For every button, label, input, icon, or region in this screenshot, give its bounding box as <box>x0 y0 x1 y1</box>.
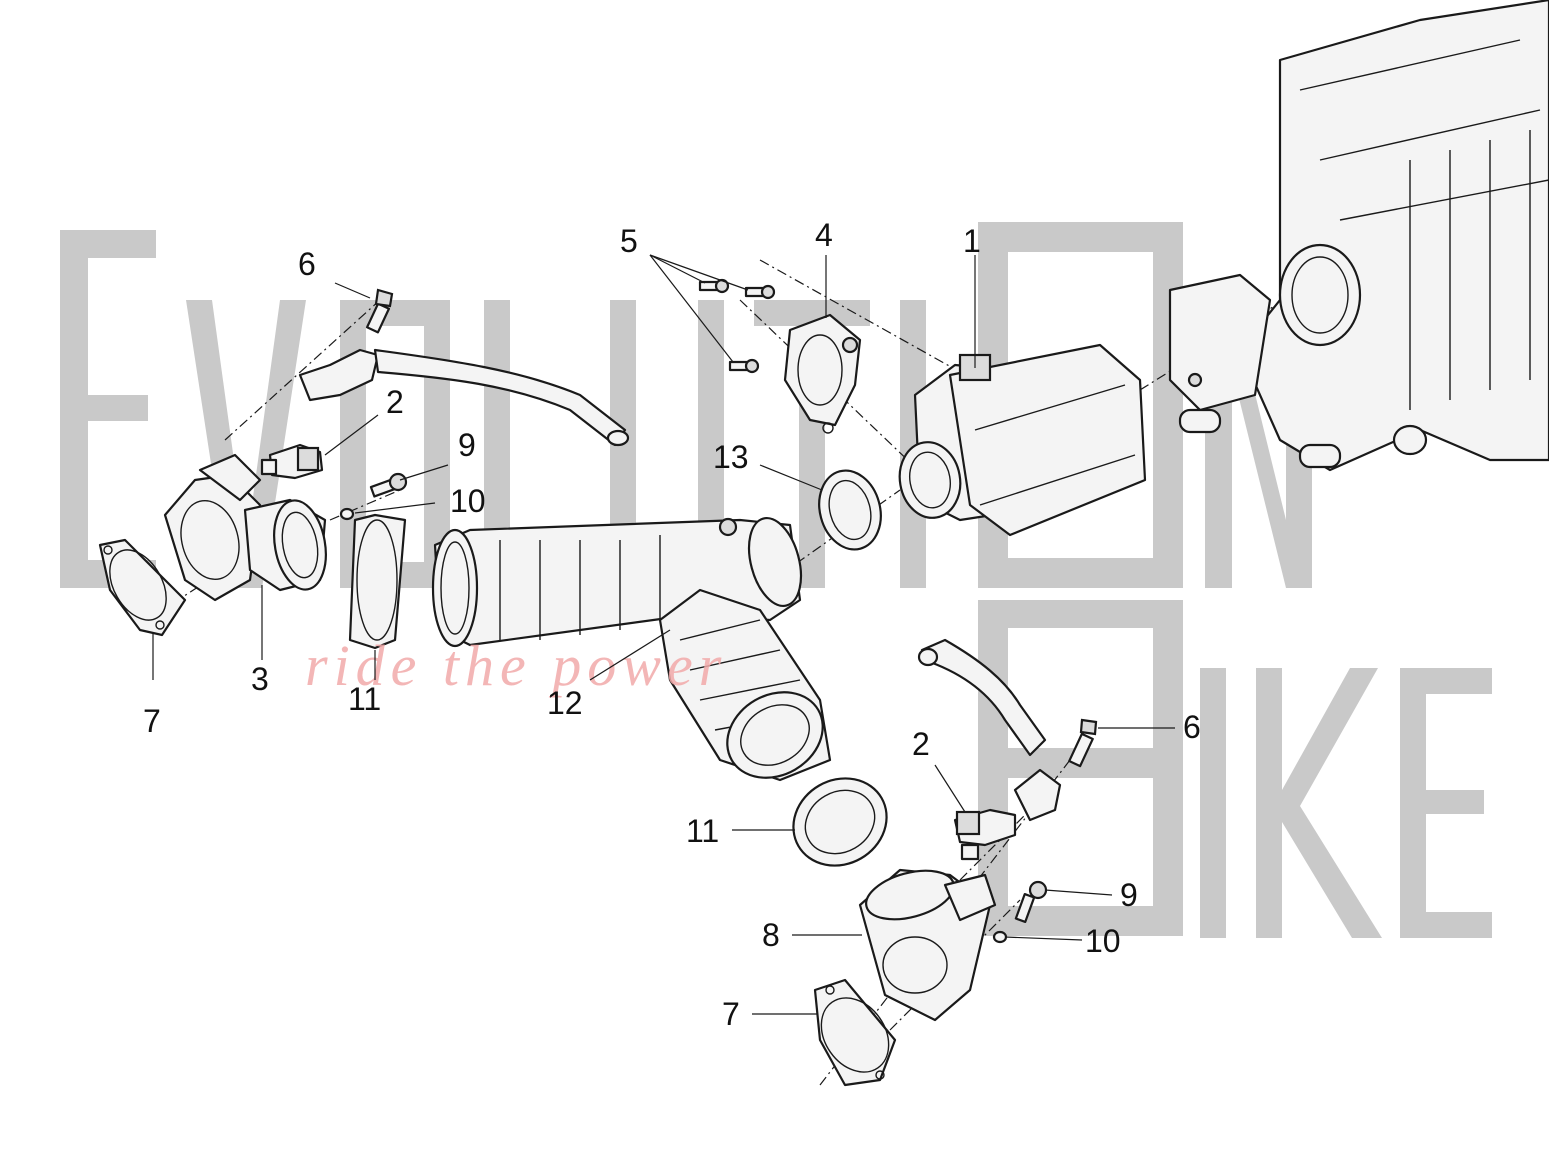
callout-10-lower: 10 <box>1085 923 1121 959</box>
part-13-clamp <box>818 469 882 551</box>
part-3-intake-manifold <box>163 453 327 602</box>
watermark-letter-big-b <box>978 600 1183 936</box>
part-12-y-hose <box>431 516 832 782</box>
watermark-letter-big-o <box>978 222 1183 588</box>
callout-12: 12 <box>547 685 583 721</box>
part-6-bolt-right <box>1068 718 1098 768</box>
part-2-injector-lower <box>953 808 1017 861</box>
fuel-line-lower <box>917 638 1062 822</box>
part-11-clamp-upper <box>348 513 407 650</box>
callout-4: 4 <box>815 217 833 253</box>
engine-block <box>1168 0 1549 472</box>
callout-9-lower: 9 <box>1120 877 1138 913</box>
callout-7-lower: 7 <box>722 996 740 1032</box>
callout-3: 3 <box>251 661 269 697</box>
part-6-bolt-left <box>365 288 394 334</box>
part-8-manifold-lower <box>858 868 997 1022</box>
callout-7-upper: 7 <box>143 703 161 739</box>
watermark-slogan: ride the power <box>305 633 727 698</box>
watermark-letter-e <box>60 230 156 588</box>
callout-5: 5 <box>620 223 638 259</box>
callout-1: 1 <box>963 223 981 259</box>
callout-2-upper: 2 <box>386 384 404 420</box>
fuel-line-upper <box>298 348 630 447</box>
watermark-letter-i2 <box>1200 668 1226 938</box>
watermark-letter-e2 <box>1400 668 1492 938</box>
part-10-washer-upper <box>339 507 355 521</box>
part-10-washer-lower <box>992 930 1008 944</box>
part-9-screw-upper <box>369 472 408 498</box>
watermark-letter-k <box>1256 668 1382 938</box>
part-7-gasket-left <box>98 538 187 637</box>
part-9-screw-lower <box>1014 880 1048 924</box>
callout-9-upper: 9 <box>458 427 476 463</box>
watermark-letter-v <box>186 300 306 588</box>
part-4-sensor-cover <box>783 313 862 434</box>
part-5-screws <box>698 278 776 374</box>
part-11-clamp-lower <box>792 777 888 867</box>
part-7-gasket-lower <box>813 978 897 1087</box>
part-1-throttle-body <box>898 343 1147 537</box>
callout-11-upper: 11 <box>348 681 381 717</box>
callout-13: 13 <box>713 439 749 475</box>
callout-6-upper: 6 <box>298 246 316 282</box>
callout-8: 8 <box>762 917 780 953</box>
callout-2-lower: 2 <box>912 726 930 762</box>
part-2-injector-upper <box>260 443 324 480</box>
callout-labels: 1 2 2 3 4 5 6 6 7 7 8 9 9 10 10 11 11 12… <box>143 217 1201 1032</box>
leader-lines <box>152 254 1175 1015</box>
callout-11-lower: 11 <box>686 813 719 849</box>
callout-6-lower: 6 <box>1183 709 1201 745</box>
callout-10-upper: 10 <box>450 483 486 519</box>
